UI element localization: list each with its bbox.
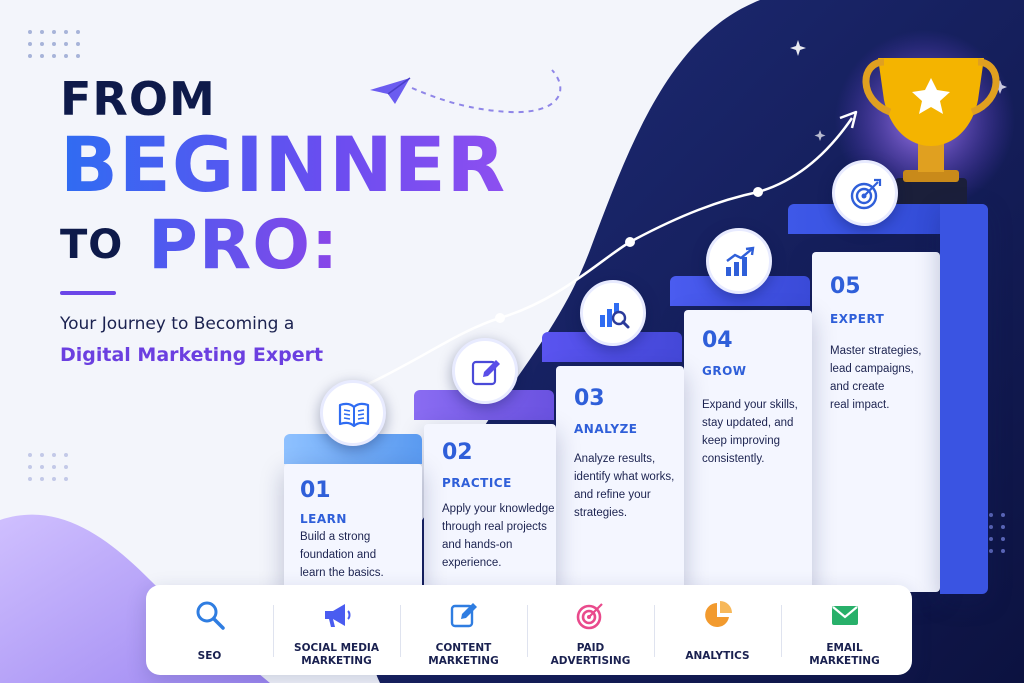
step-3-line: strategies. xyxy=(574,507,628,519)
subtitle-line-2: Digital Marketing Expert xyxy=(60,344,324,366)
category-label-line: MARKETING xyxy=(428,655,499,667)
step-2-number: 02 xyxy=(442,440,473,465)
headline-from: FROM xyxy=(60,72,216,126)
step-2-icon-circle xyxy=(452,338,518,404)
step-5-description: Master strategies, lead campaigns, and c… xyxy=(830,342,921,414)
category-label-line: MARKETING xyxy=(301,655,372,667)
step-3-number: 03 xyxy=(574,386,605,411)
category-analytics[interactable]: ANALYTICS xyxy=(654,585,781,675)
step-1-description: Build a strong foundation and learn the … xyxy=(300,528,384,582)
arrow-dots xyxy=(495,187,763,323)
step-3-line: Analyze results, xyxy=(574,453,656,465)
headline-divider xyxy=(60,291,116,295)
step-3-card xyxy=(556,366,684,592)
edit-icon xyxy=(450,603,477,628)
step-1-line: foundation and xyxy=(300,549,377,561)
arrow-head-icon xyxy=(839,110,858,129)
category-divider xyxy=(273,605,274,657)
step-5-number: 05 xyxy=(830,274,861,299)
category-label-line: SOCIAL MEDIA xyxy=(294,642,379,654)
step-1-title: LEARN xyxy=(300,512,347,526)
step-3-title: ANALYZE xyxy=(574,422,638,436)
step-4-card xyxy=(684,310,812,592)
step-4-number: 04 xyxy=(702,328,733,353)
step-1-line: learn the basics. xyxy=(300,567,384,579)
step-2-line: and hands-on xyxy=(442,539,513,551)
category-label-line: SEO xyxy=(197,650,222,662)
step-3-line: and refine your xyxy=(574,489,651,501)
step-5-line: real impact. xyxy=(830,399,890,411)
headline-pro: PRO: xyxy=(148,206,340,285)
category-label-line: ADVERTISING xyxy=(550,655,631,667)
chart-search-icon xyxy=(600,303,630,329)
category-label-line: EMAIL xyxy=(826,642,863,654)
category-label-line: PAID xyxy=(576,642,605,654)
target-icon xyxy=(850,178,882,210)
step-2-card xyxy=(424,424,556,592)
step-4-title: GROW xyxy=(702,364,747,378)
step-5-line: Master strategies, xyxy=(830,345,922,357)
dashed-flight-path xyxy=(411,69,562,114)
step-5-card xyxy=(812,252,940,592)
step-2-line: experience. xyxy=(442,557,502,569)
search-icon xyxy=(196,601,225,630)
pie-chart-icon xyxy=(705,601,732,627)
growth-chart-icon xyxy=(726,246,755,276)
step-1-line: Build a strong xyxy=(300,531,371,543)
category-divider xyxy=(400,605,401,657)
step-1-number: 01 xyxy=(300,478,331,503)
edit-icon xyxy=(471,360,500,386)
category-label: SEO xyxy=(146,650,273,663)
step-5-line: and create xyxy=(830,381,885,393)
step-1-icon-circle xyxy=(320,380,386,446)
headline-to: TO xyxy=(60,222,124,268)
step-2-description: Apply your knowledge through real projec… xyxy=(442,500,555,572)
category-label-line: MARKETING xyxy=(809,655,880,667)
step-4-line: Expand your skills, xyxy=(702,399,798,411)
step-5-icon-circle xyxy=(832,160,898,226)
step-5-side xyxy=(940,204,988,594)
step-2-line: Apply your knowledge xyxy=(442,503,555,515)
step-4-line: consistently. xyxy=(702,453,765,465)
megaphone-icon xyxy=(325,604,351,627)
mail-icon xyxy=(832,606,858,625)
step-4-line: keep improving xyxy=(702,435,780,447)
category-divider xyxy=(781,605,782,657)
step-1-card xyxy=(284,464,422,592)
step-3-line: identify what works, xyxy=(574,471,675,483)
step-3-icon-circle xyxy=(580,280,646,346)
step-2-title: PRACTICE xyxy=(442,476,512,490)
category-label: ANALYTICS xyxy=(654,650,781,663)
category-divider xyxy=(654,605,655,657)
dot-grid-left xyxy=(28,453,68,481)
dot-grid-top-left xyxy=(28,30,80,58)
headline-beginner: BEGINNER xyxy=(60,120,507,209)
category-label-line: CONTENT xyxy=(435,642,492,654)
category-seo[interactable]: SEO xyxy=(146,585,273,675)
subtitle-line-1: Your Journey to Becoming a xyxy=(60,314,295,334)
step-4-icon-circle xyxy=(706,228,772,294)
step-3-description: Analyze results, identify what works, an… xyxy=(574,450,674,522)
step-2-line: through real projects xyxy=(442,521,547,533)
step-4-description: Expand your skills, stay updated, and ke… xyxy=(702,396,798,468)
target-icon xyxy=(576,603,603,630)
category-divider xyxy=(527,605,528,657)
step-5-line: lead campaigns, xyxy=(830,363,914,375)
paper-plane-icon xyxy=(370,77,411,104)
category-label-line: ANALYTICS xyxy=(685,650,750,662)
step-5-title: EXPERT xyxy=(830,312,885,326)
step-4-line: stay updated, and xyxy=(702,417,794,429)
book-icon xyxy=(338,402,370,428)
